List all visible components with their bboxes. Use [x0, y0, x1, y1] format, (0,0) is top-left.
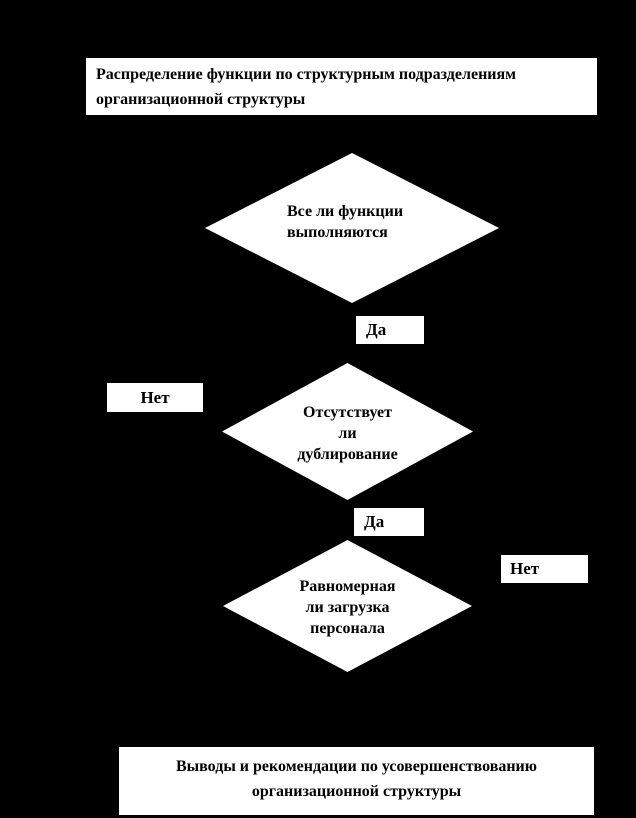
decision-all-functions-line-2: выполняются: [287, 224, 388, 241]
decision-duplication-line-2: ли: [338, 425, 357, 442]
yes-label-2-text: Да: [364, 512, 385, 531]
title-box-line-2: организационной структуры: [96, 91, 306, 108]
decision-all-functions-text: Все ли функции выполняются: [287, 201, 403, 243]
no-label-left-text: Нет: [140, 387, 170, 407]
title-box: Распределение функции по структурным под…: [86, 58, 597, 115]
conclusions-box-line-1: Выводы и рекомендации по усовершенствова…: [175, 758, 537, 775]
no-label-left: Нет: [107, 383, 203, 412]
decision-duplication-diamond: Отсутствует ли дублирование: [222, 363, 473, 500]
decision-duplication-line-3: дублирование: [297, 446, 398, 463]
conclusions-box: Выводы и рекомендации по усовершенствова…: [119, 747, 594, 815]
decision-duplication-line-1: Отсутствует: [303, 404, 392, 421]
decision-all-functions-line-1: Все ли функции: [287, 203, 404, 220]
decision-workload-line-2: ли загрузка: [305, 599, 390, 616]
decision-workload-line-1: Равномерная: [299, 578, 396, 595]
yes-label-1-text: Да: [366, 320, 387, 339]
yes-label-2: Да: [354, 508, 424, 536]
title-box-line-1: Распределение функции по структурным под…: [96, 66, 517, 83]
conclusions-box-line-2: организационной структуры: [251, 783, 462, 800]
no-label-right-text: Нет: [510, 559, 540, 578]
decision-workload-text: Равномерная ли загрузка персонала: [223, 576, 472, 639]
decision-duplication-text: Отсутствует ли дублирование: [222, 402, 473, 465]
no-label-right: Нет: [501, 555, 588, 583]
decision-workload-line-3: персонала: [310, 620, 385, 637]
decision-workload-diamond: Равномерная ли загрузка персонала: [223, 540, 472, 672]
yes-label-1: Да: [356, 316, 424, 344]
